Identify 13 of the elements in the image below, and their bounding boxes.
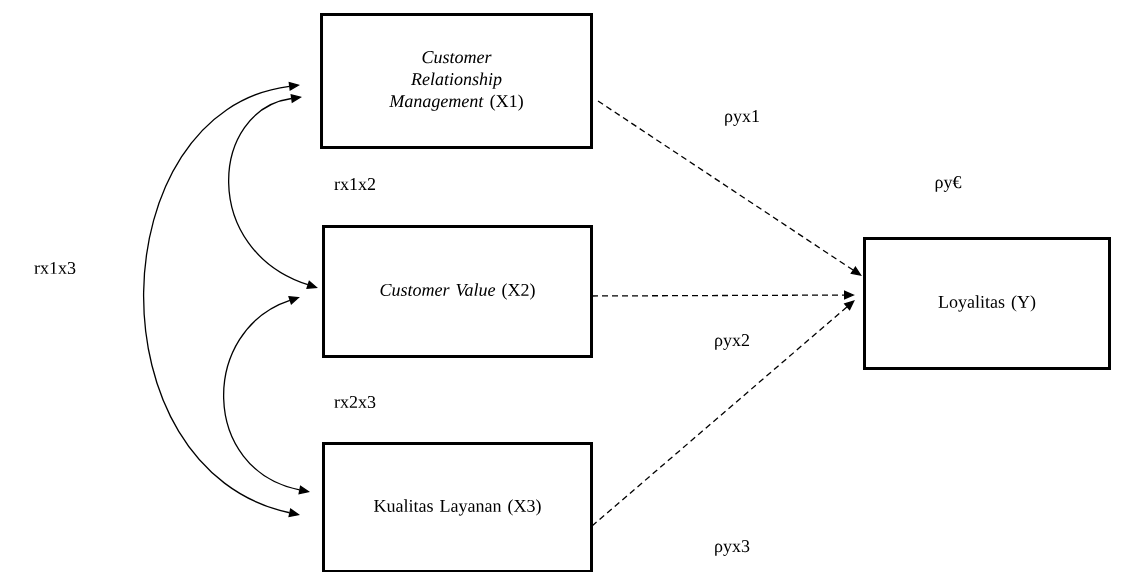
- variable-box: Kualitas Layanan (X3): [322, 442, 593, 572]
- coefficient-label: rx2x3: [334, 395, 376, 409]
- coefficient-label: ρy€: [935, 176, 962, 192]
- coefficient-label: ρyx3: [715, 540, 750, 556]
- variable-box: Customer Value (X2): [322, 225, 593, 358]
- coefficient-label: ρyx2: [715, 334, 749, 350]
- variable-box: Customer Relationship Management (X1): [320, 13, 593, 149]
- arrow: [597, 100, 862, 276]
- coefficient-label: ρyx1: [725, 110, 759, 126]
- variable-box: Loyalitas (Y): [863, 237, 1111, 370]
- coefficient-label: rx1x2: [334, 178, 375, 190]
- arrow: [591, 300, 855, 527]
- coefficient-label: rx1x3: [34, 261, 76, 275]
